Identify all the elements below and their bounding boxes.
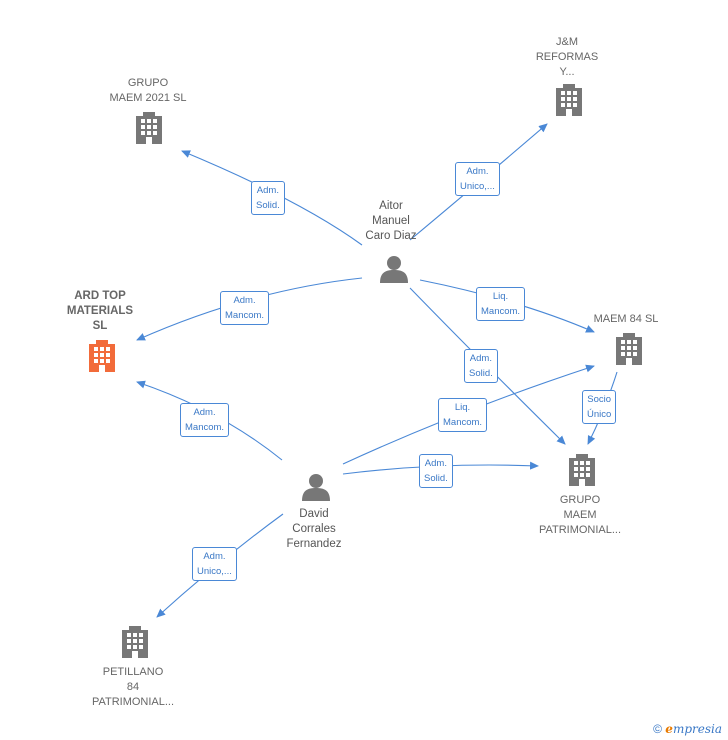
edge-label-aitor-ard: Adm. Mancom.: [220, 291, 270, 325]
node-petillano[interactable]: PETILLANO 84 PATRIMONIAL...: [91, 666, 175, 708]
edge-label-aitor-patrimonial: Adm. Solid.: [464, 349, 498, 383]
person-icon-aitor: [380, 256, 408, 283]
building-icon-grupo-maem-2021: [136, 112, 162, 144]
node-grupo-maem-patrimonial[interactable]: GRUPO MAEM PATRIMONIAL...: [538, 494, 622, 536]
building-icon-petillano: [122, 626, 148, 658]
edge-aitor-grupo2021: [181, 150, 363, 246]
edge-label-david-petillano: Adm. Unico,...: [192, 547, 237, 581]
node-maem-84[interactable]: MAEM 84 SL: [593, 313, 659, 325]
node-jm-reformas[interactable]: J&M REFORMAS Y...: [535, 36, 599, 78]
edge-label-david-ard: Adm. Mancom.: [180, 403, 230, 437]
person-icon-david: [302, 474, 330, 501]
brand-rest: mpresia: [672, 722, 722, 736]
building-icon-grupo-maem-patrimonial: [569, 454, 595, 486]
person-david[interactable]: David Corrales Fernandez: [286, 508, 342, 550]
edge-label-aitor-maem84: Liq. Mancom.: [476, 287, 526, 321]
person-aitor[interactable]: Aitor Manuel Caro Diaz: [365, 200, 417, 242]
edge-label-david-maem84: Liq. Mancom.: [438, 398, 488, 432]
edge-label-david-patrimonial: Adm. Solid.: [419, 454, 453, 488]
building-icon-jm-reformas: [556, 84, 582, 116]
node-ard-top-materials[interactable]: ARD TOP MATERIALS SL: [66, 290, 134, 332]
empresia-logo[interactable]: © empresia: [653, 722, 722, 736]
building-icon-ard-top: [89, 340, 115, 372]
edge-label-aitor-jm: Adm. Unico,...: [455, 162, 500, 196]
node-grupo-maem-2021[interactable]: GRUPO MAEM 2021 SL: [109, 77, 187, 104]
building-icon-maem-84: [616, 333, 642, 365]
copyright-symbol: ©: [653, 722, 662, 736]
edge-label-aitor-grupo2021: Adm. Solid.: [251, 181, 285, 215]
brand-e: e: [665, 722, 673, 736]
edge-label-maem84-patrimonial: Socio Único: [582, 390, 617, 424]
